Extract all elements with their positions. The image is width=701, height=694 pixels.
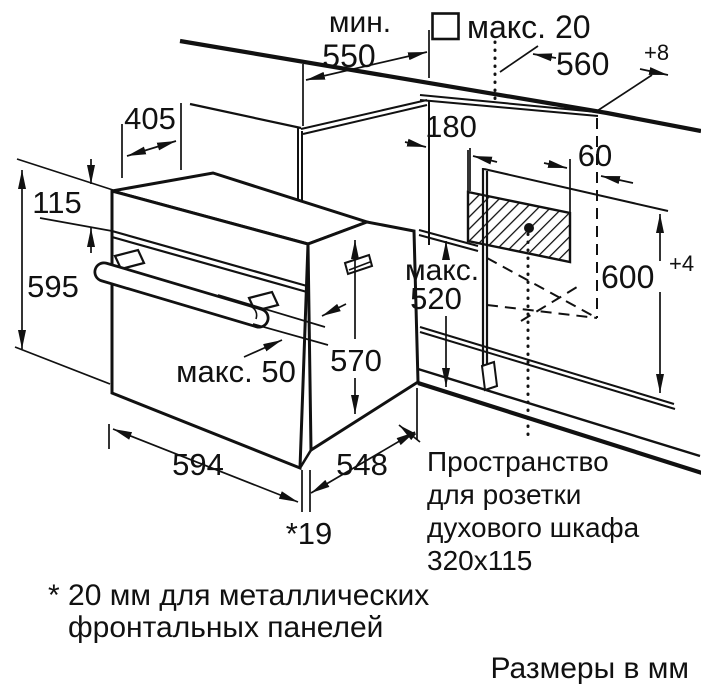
- niche-panel-foot: [480, 360, 499, 392]
- dim-19-label: *19: [286, 516, 333, 551]
- dim-600-tolerance: +4: [669, 251, 694, 276]
- niche-hidden-edges: [486, 257, 598, 322]
- min-label: мин.: [329, 6, 391, 39]
- footnote-line1: * 20 мм для металлических: [48, 579, 429, 612]
- dim-max50-label: макс. 50: [176, 354, 296, 389]
- dim-570-label: 570: [330, 343, 382, 378]
- socket-space-hatched: [466, 190, 572, 264]
- units-label: Размеры в мм: [490, 652, 689, 685]
- dim-600-label: 600: [601, 259, 654, 295]
- dim-115-label: 115: [32, 185, 81, 220]
- centerlines: [493, 40, 530, 439]
- dim-548-label: 548: [336, 447, 388, 482]
- socket-note-arrow: [398, 424, 421, 443]
- handle-bracket-left: [113, 248, 146, 271]
- socket-note-line3: духового шкафа: [427, 512, 640, 543]
- dim-60-label: 60: [578, 138, 612, 173]
- dim-520-label: 520: [410, 281, 462, 316]
- niche-outline: [417, 40, 701, 475]
- dim-520-max-label: макс.: [405, 254, 479, 287]
- oven-side-face: [306, 220, 420, 453]
- dimension-labels: мин. 550 макс. 20 560 +8 405 115 595 180…: [27, 6, 694, 551]
- dim-180-label: 180: [425, 109, 477, 144]
- socket-note-line1: Пространство: [427, 446, 609, 477]
- socket-dot: [524, 223, 534, 233]
- dim-max20-label: макс. 20: [467, 9, 591, 45]
- dim-560-tolerance: +8: [644, 40, 669, 65]
- oven-door-step: [298, 449, 313, 469]
- dim-595-label: 595: [27, 269, 79, 304]
- socket-note-line2: для розетки: [427, 479, 581, 510]
- socket-note-line4: 320x115: [427, 545, 532, 576]
- socket-note: Пространство для розетки духового шкафа …: [427, 446, 640, 576]
- footnote-line2: фронтальных панелей: [68, 611, 383, 644]
- dimension-lines: [14, 45, 669, 512]
- footnote: * 20 мм для металлических фронтальных па…: [48, 579, 429, 644]
- control-panel-lines: [111, 229, 308, 294]
- oven-outline: [93, 171, 420, 471]
- dim-560-label: 560: [556, 46, 609, 82]
- dim-405-label: 405: [124, 101, 176, 136]
- dim-594-label: 594: [172, 447, 224, 482]
- dim-550-label: 550: [322, 38, 375, 74]
- overhang-square-symbol: [431, 12, 460, 41]
